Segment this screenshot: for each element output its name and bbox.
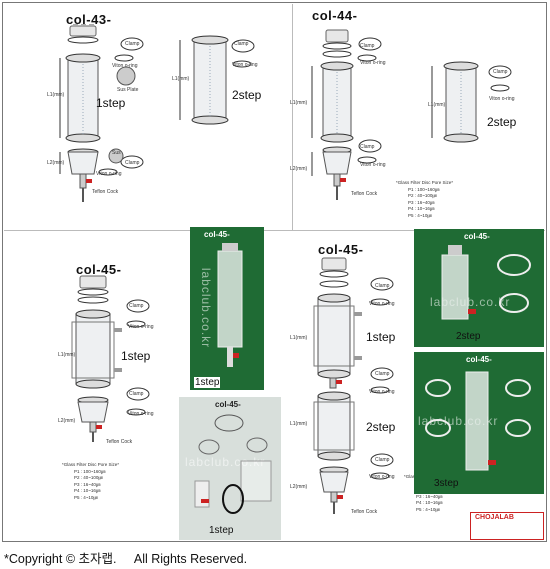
logo-name: CHOJALAB (475, 514, 514, 521)
label-clamp: Clamp (493, 69, 508, 75)
spec-line: P4 : 10~16㎛ (416, 500, 443, 505)
photo-step: 1step (209, 525, 234, 536)
dim-l1: L1(mm) (290, 421, 308, 427)
dim-l1: L1(mm) (290, 100, 308, 106)
pore-size-spec: *Glass Filter Disc Pore Size* P1 : 100~1… (62, 462, 119, 501)
panel-title: col-45- (318, 242, 364, 257)
parts-photo (194, 414, 272, 514)
label-viton: Viton o-ring (489, 96, 515, 102)
spec-line: P1 : 100~160㎛ (408, 186, 440, 192)
step-label: 1step (121, 349, 151, 363)
spec-line: P3 : 16~40㎛ (74, 481, 101, 487)
photo-step: 2step (456, 331, 481, 342)
dim-l1: L1(mm) (172, 76, 190, 82)
label-clamp: Clamp (125, 160, 140, 166)
spec-line: P4 : 10~16㎛ (74, 488, 101, 493)
step-label: 2step (232, 88, 262, 102)
spec-line: P5 : 4~10㎛ (408, 212, 432, 218)
label-clamp: Clamp (125, 41, 140, 47)
label-viton: Viton o-ring (369, 474, 395, 480)
dim-l1: L1(mm) (290, 335, 308, 341)
dim-l1: L1(mm) (428, 102, 446, 108)
col-44-2step-diagram (431, 61, 512, 143)
step-label: 1step (96, 96, 126, 110)
label-teflon-cock: Teflon Cock (351, 191, 378, 197)
label-clamp: Clamp (375, 457, 390, 463)
watermark: labclub.co.kr (185, 455, 266, 469)
label-sus: Sus (112, 150, 121, 156)
label-teflon-cock: Teflon Cock (92, 189, 119, 195)
label-viton: Viton o-ring (128, 411, 154, 417)
divider-vertical-top (292, 4, 293, 230)
apparatus-photo (217, 243, 243, 367)
photo-col-45-3step: col-45- labclub.co.kr 3step (414, 352, 544, 494)
photo-title: col-45- (215, 400, 241, 409)
spec-heading: *Glass Filter Disc Pore Size* (62, 462, 120, 467)
pore-size-spec: *Glass Filter Disc Pore Size* P1 : 100~1… (396, 180, 453, 219)
spec-line: P2 : 40~100㎛ (74, 475, 103, 480)
col-45-right-diagram (313, 257, 394, 514)
chojalab-logo: CHOJALAB (470, 512, 544, 540)
dim-l1: L1(mm) (58, 352, 76, 358)
label-clamp: Clamp (234, 41, 249, 47)
panel-title: col-44- (312, 8, 358, 23)
photo-title: col-45- (464, 232, 490, 241)
label-clamp: Clamp (375, 371, 390, 377)
apparatus-photo (425, 371, 531, 471)
col-45-diagram (71, 275, 150, 442)
col-44-diagram (311, 29, 382, 200)
apparatus-photo (441, 245, 531, 320)
content-frame (2, 2, 547, 542)
label-viton: Viton o-ring (232, 62, 258, 68)
label-clamp: Clamp (360, 144, 375, 150)
spec-line: P5 : 4~10㎛ (74, 494, 98, 500)
photo-col-45-1step: col-45- labclub.co.kr 1step (190, 227, 264, 390)
spec-line: P5 : 4~10㎛ (416, 506, 440, 512)
dim-l2: L2(mm) (290, 484, 308, 490)
spec-heading: *Glass Filter Disc Pore Size* (396, 180, 454, 185)
label-teflon-cock: Teflon Cock (106, 439, 133, 445)
label-clamp: Clamp (375, 283, 390, 289)
label-clamp: Clamp (129, 303, 144, 309)
label-clamp: Clamp (129, 391, 144, 397)
step-label: 2step (487, 115, 517, 129)
divider-horizontal (4, 230, 545, 231)
dim-l1: L1(mm) (47, 92, 65, 98)
label-viton: Viton o-ring (369, 389, 395, 395)
spec-line: P4 : 10~16㎛ (408, 206, 435, 211)
photo-title: col-45- (466, 355, 492, 364)
label-teflon-cock: Teflon Cock (351, 509, 378, 515)
spec-line: P3 : 16~40㎛ (416, 493, 443, 499)
col-43-2step-diagram (179, 35, 255, 125)
dim-l2: L2(mm) (58, 418, 76, 424)
col-43-diagram (59, 24, 144, 202)
photo-step: 3step (434, 478, 459, 489)
label-clamp: Clamp (360, 43, 375, 49)
label-viton: Viton o-ring (369, 301, 395, 307)
photo-title: col-45- (204, 230, 230, 239)
copyright-notice: *Copyright © 초자랩. All Rights Reserved. (4, 552, 248, 566)
step-label: 1step (366, 330, 396, 344)
label-viton: Viton o-ring (360, 60, 386, 66)
step-label: 2step (366, 420, 396, 434)
label-viton: Viton o-ring (112, 63, 138, 69)
spec-line: P2 : 40~100㎛ (408, 193, 437, 198)
dim-l2: L2(mm) (290, 166, 308, 172)
spec-line: P3 : 16~40㎛ (408, 199, 435, 205)
label-viton: Viton o-ring (360, 162, 386, 168)
label-viton: Viton o-ring (128, 324, 154, 330)
label-sus-plate: Sus Plate (117, 87, 139, 93)
photo-col-45-2step: col-45- labclub.co.kr 2step (414, 229, 544, 347)
photo-col-45-parts: col-45- labclub.co.kr 1step (179, 397, 281, 540)
label-viton: Viton o-ring (96, 171, 122, 177)
spec-line: P1 : 100~160㎛ (74, 468, 106, 474)
photo-step: 1step (194, 377, 221, 388)
dim-l2: L2(mm) (47, 160, 65, 166)
panel-title: col-45- (76, 262, 122, 277)
